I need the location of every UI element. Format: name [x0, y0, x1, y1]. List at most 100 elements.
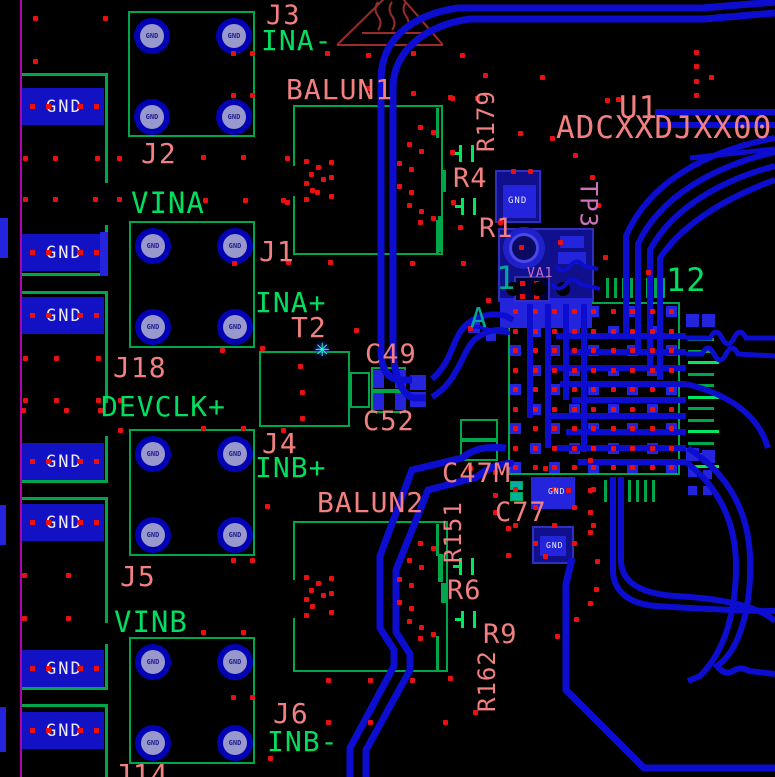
- c52-outline[interactable]: [371, 391, 406, 413]
- balun2-outline[interactable]: [293, 521, 448, 672]
- a-pad[interactable]: [468, 322, 480, 333]
- chip-side-pad[interactable]: [703, 470, 712, 479]
- connector-gnd-pad[interactable]: GND: [135, 436, 171, 472]
- label-balun2[interactable]: BALUN2: [317, 486, 425, 519]
- c49-pad[interactable]: [373, 370, 384, 388]
- edge-pad[interactable]: [0, 505, 6, 545]
- copper-trace[interactable]: [430, 327, 510, 400]
- gnd-edge-pad[interactable]: GND: [22, 443, 104, 480]
- copper-trace[interactable]: [550, 277, 601, 291]
- serpentine-trace[interactable]: [686, 345, 775, 363]
- connector-gnd-pad[interactable]: GND: [135, 725, 171, 761]
- net-label-ina-minus[interactable]: INA-: [261, 24, 333, 57]
- label-r162[interactable]: R162: [473, 650, 501, 712]
- gnd-edge-pad[interactable]: GND: [22, 650, 104, 687]
- pin-12-label[interactable]: 12: [666, 261, 707, 299]
- chip-side-pad[interactable]: [702, 450, 715, 463]
- gnd2-pad-label[interactable]: GND: [546, 541, 564, 550]
- connector-gnd-pad[interactable]: GND: [217, 436, 253, 472]
- c52-pad[interactable]: [373, 393, 384, 410]
- label-u1[interactable]: U1: [619, 90, 659, 126]
- c77-pad-label[interactable]: GND: [548, 487, 566, 496]
- connector-gnd-pad[interactable]: GND: [135, 517, 171, 553]
- label-c77[interactable]: C77: [495, 497, 547, 528]
- gnd-edge-pad[interactable]: GND: [22, 88, 104, 125]
- gnd-edge-pad[interactable]: GND: [22, 504, 104, 541]
- label-balun1[interactable]: BALUN1: [286, 73, 394, 106]
- net-label-devclk[interactable]: DEVCLK+: [101, 390, 227, 423]
- gnd-edge-pad[interactable]: GND: [22, 234, 104, 271]
- connector-gnd-pad[interactable]: GND: [217, 309, 253, 345]
- chip-side-pad[interactable]: [686, 314, 699, 327]
- chip-side-pad[interactable]: [702, 314, 715, 327]
- net-label-ina-plus[interactable]: INA+: [255, 286, 327, 319]
- label-j3[interactable]: J3: [266, 0, 301, 31]
- label-j5[interactable]: J5: [120, 560, 156, 593]
- t2-outline-tab[interactable]: [350, 372, 370, 408]
- label-r151[interactable]: R151: [439, 501, 467, 563]
- label-r4[interactable]: R4: [453, 163, 488, 194]
- copper-trace[interactable]: [610, 477, 775, 614]
- copper-trace[interactable]: [362, 459, 515, 777]
- u1-outline[interactable]: [508, 302, 680, 475]
- gnd-edge-pad[interactable]: GND: [22, 297, 104, 334]
- chip-side-pad[interactable]: [686, 448, 699, 461]
- filter-pad[interactable]: [410, 375, 426, 390]
- tp3-pad[interactable]: [558, 252, 586, 264]
- connector-gnd-pad[interactable]: GND: [216, 18, 252, 54]
- edge-pad[interactable]: [0, 707, 6, 752]
- label-c52[interactable]: C52: [363, 406, 415, 437]
- connector-gnd-pad[interactable]: GND: [217, 725, 253, 761]
- t2-outline[interactable]: [259, 351, 350, 427]
- serpentine-trace[interactable]: [686, 329, 775, 347]
- connector-gnd-pad[interactable]: GND: [216, 99, 252, 135]
- connector-gnd-pad[interactable]: GND: [217, 228, 253, 264]
- balun1-outline[interactable]: [293, 105, 443, 255]
- u-gnd-component[interactable]: [495, 170, 541, 223]
- gnd-component-2-pad[interactable]: [540, 536, 566, 556]
- copper-trace[interactable]: [623, 135, 775, 334]
- edge-pad[interactable]: [0, 218, 8, 258]
- small-part[interactable]: [514, 276, 550, 302]
- label-c47m[interactable]: C47M: [442, 458, 512, 489]
- label-r6[interactable]: R6: [447, 575, 482, 606]
- c47-outline[interactable]: [460, 419, 498, 440]
- label-r179[interactable]: R179: [472, 90, 500, 152]
- label-j14[interactable]: J14: [115, 758, 169, 777]
- filter-pad[interactable]: [410, 392, 426, 407]
- connector-gnd-pad[interactable]: GND: [217, 644, 253, 680]
- label-c49[interactable]: C49: [365, 339, 417, 370]
- c49-outline[interactable]: [371, 367, 406, 391]
- copper-trace[interactable]: [689, 146, 775, 161]
- label-j1[interactable]: J1: [259, 235, 295, 268]
- copper-trace[interactable]: [635, 149, 775, 350]
- chip-side-pad[interactable]: [688, 468, 697, 477]
- c49-pad[interactable]: [395, 370, 406, 388]
- copper-trace[interactable]: [429, 311, 515, 382]
- a-pad[interactable]: [486, 331, 496, 341]
- connector-gnd-pad[interactable]: GND: [135, 228, 171, 264]
- copper-trace[interactable]: [346, 443, 507, 777]
- connector-j6[interactable]: GND GND GND GND: [129, 637, 255, 764]
- chip-side-pad[interactable]: [688, 486, 697, 495]
- copper-trace[interactable]: [554, 259, 599, 273]
- copper-trace[interactable]: [467, 324, 511, 335]
- gnd-edge-pad[interactable]: GND: [22, 712, 104, 749]
- chip-side-pad[interactable]: [703, 486, 712, 495]
- label-va1[interactable]: VA1: [527, 266, 554, 281]
- gnd-component-2[interactable]: [532, 526, 574, 564]
- u-gnd-pad-label[interactable]: GND: [508, 196, 528, 206]
- pin-a-label[interactable]: A: [470, 301, 488, 334]
- chip-top-pour[interactable]: [500, 298, 592, 328]
- pin-1-label[interactable]: 1: [496, 259, 517, 297]
- u-gnd-component-pad[interactable]: [503, 185, 536, 218]
- copper-trace[interactable]: [618, 477, 775, 624]
- connector-gnd-pad[interactable]: GND: [135, 644, 171, 680]
- edge-pad[interactable]: [100, 232, 108, 276]
- c47-outline[interactable]: [460, 440, 498, 461]
- c77-component[interactable]: [531, 477, 575, 509]
